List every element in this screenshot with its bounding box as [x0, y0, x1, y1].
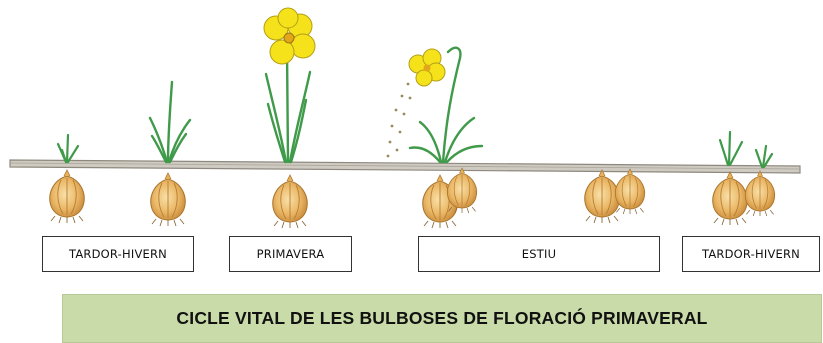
flower-icon — [263, 7, 316, 65]
sprout-icon — [718, 130, 774, 169]
bulb-icon — [272, 174, 308, 229]
bulb-icon — [712, 171, 748, 226]
sprout-icon — [408, 46, 484, 164]
season-label-spring: PRIMAVERA — [229, 236, 352, 272]
seeds-icon — [386, 82, 412, 158]
bulb-icon — [744, 170, 776, 217]
sprout-icon — [264, 46, 312, 164]
sprout-icon — [148, 80, 192, 164]
bulb-icon — [584, 169, 620, 224]
sprout-icon — [56, 133, 80, 164]
bulb-icon — [150, 172, 186, 227]
season-label-autumn-winter-1: TARDOR-HIVERN — [42, 236, 194, 272]
diagram-caption: CICLE VITAL DE LES BULBOSES DE FLORACIÓ … — [62, 294, 822, 343]
season-label-summer: ESTIU — [418, 236, 660, 272]
bulb-life-cycle-illustration — [9, 7, 801, 229]
ground-line — [9, 159, 801, 174]
flower-icon — [408, 48, 446, 87]
bulb-icon — [49, 169, 85, 224]
bulb-icon — [614, 168, 646, 215]
season-label-autumn-winter-2: TARDOR-HIVERN — [682, 236, 820, 272]
